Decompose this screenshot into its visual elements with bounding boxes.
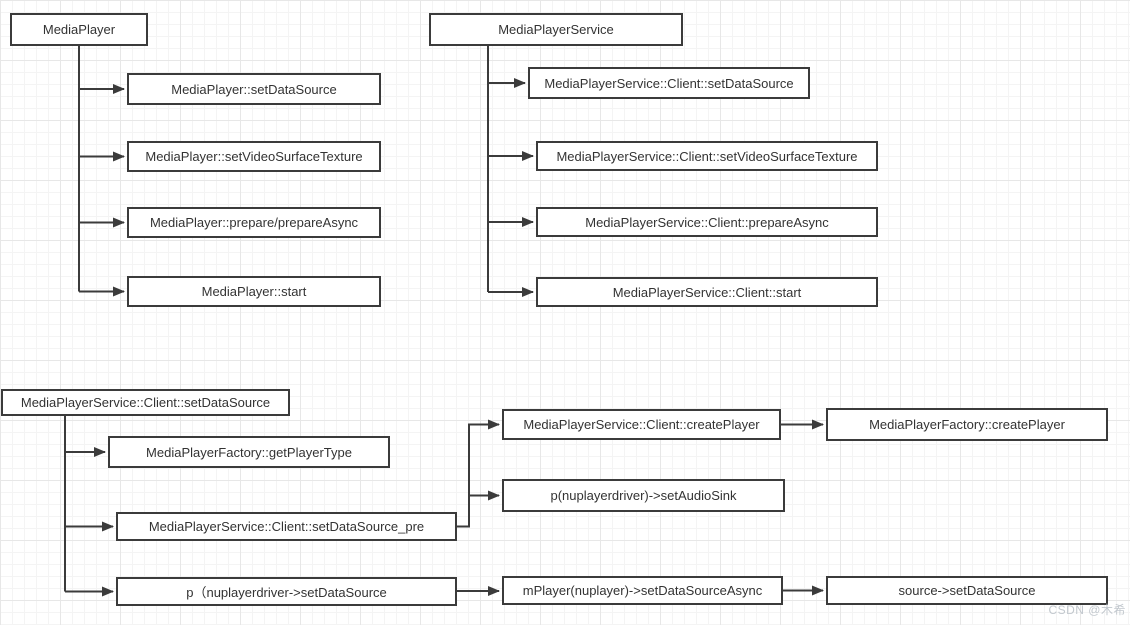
node-mediaplayer-start: MediaPlayer::start [127, 276, 381, 307]
node-mps-client-prepareasync: MediaPlayerService::Client::prepareAsync [536, 207, 878, 237]
node-client-setdatasource-pre: MediaPlayerService::Client::setDataSourc… [116, 512, 457, 541]
node-mps-client-setdatasource: MediaPlayerService::Client::setDataSourc… [528, 67, 810, 99]
node-mediaplayer-prepare-prepareasync: MediaPlayer::prepare/prepareAsync [127, 207, 381, 238]
node-mps-client-start: MediaPlayerService::Client::start [536, 277, 878, 307]
node-mediaplayer-setdatasource: MediaPlayer::setDataSource [127, 73, 381, 105]
node-mediaplayerservice: MediaPlayerService [429, 13, 683, 46]
node-p-nuplayerdriver-setdatasource: p（nuplayerdriver->setDataSource [116, 577, 457, 606]
node-factory-createplayer: MediaPlayerFactory::createPlayer [826, 408, 1108, 441]
node-flow-root-client-setdatasource: MediaPlayerService::Client::setDataSourc… [1, 389, 290, 416]
node-source-setdatasource: source->setDataSource [826, 576, 1108, 605]
node-mps-client-setvideosurfacetexture: MediaPlayerService::Client::setVideoSurf… [536, 141, 878, 171]
node-mplayer-setdatasourceasync: mPlayer(nuplayer)->setDataSourceAsync [502, 576, 783, 605]
node-mediaplayer-setvideosurfacetexture: MediaPlayer::setVideoSurfaceTexture [127, 141, 381, 172]
connector-arrow [457, 419, 500, 528]
csdn-watermark: CSDN @木希 [1048, 603, 1126, 617]
node-client-createplayer: MediaPlayerService::Client::createPlayer [502, 409, 781, 440]
node-mediaplayer: MediaPlayer [10, 13, 148, 46]
node-factory-getplayertype: MediaPlayerFactory::getPlayerType [108, 436, 390, 468]
node-p-nuplayerdriver-setaudiosink: p(nuplayerdriver)->setAudioSink [502, 479, 785, 512]
